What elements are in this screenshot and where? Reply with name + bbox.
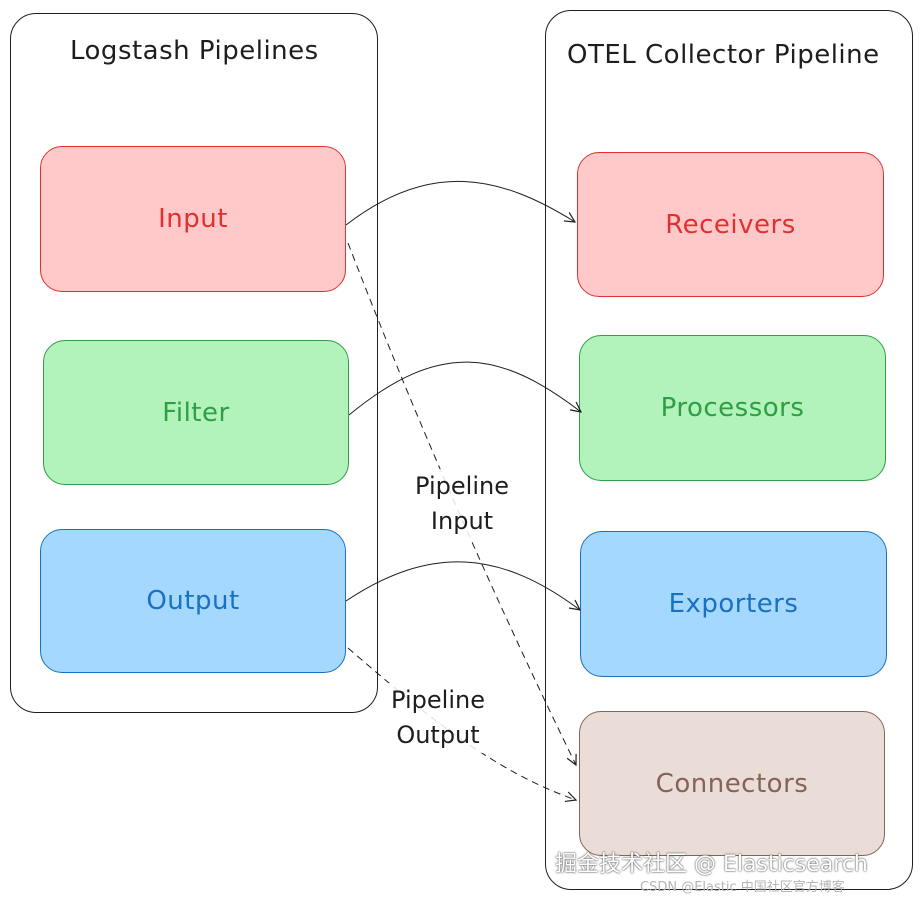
filter-node[interactable]: Filter (43, 340, 349, 485)
pipeline-output-label-line2: Output (396, 721, 480, 749)
watermark-juejin: 掘金技术社区 @ Elasticsearch (555, 852, 868, 877)
pipeline-output-label-line1: Pipeline (391, 686, 485, 714)
processors-node[interactable]: Processors (579, 335, 886, 481)
output-node[interactable]: Output (40, 529, 346, 673)
logstash-panel-title: Logstash Pipelines (70, 36, 319, 66)
pipeline-output-label: Pipeline Output (380, 683, 496, 753)
connectors-node[interactable]: Connectors (579, 711, 885, 856)
receivers-node[interactable]: Receivers (577, 152, 884, 297)
watermark-csdn: CSDN @Elastic 中国社区官方博客 (640, 880, 845, 895)
receivers-node-label: Receivers (665, 209, 796, 240)
connectors-node-label: Connectors (655, 768, 809, 799)
pipeline-input-label-line1: Pipeline (415, 472, 509, 500)
input-node-label: Input (158, 204, 228, 234)
input-node[interactable]: Input (40, 146, 346, 292)
arrow-input-to-receivers (345, 180, 575, 226)
filter-node-label: Filter (162, 397, 230, 428)
processors-node-label: Processors (660, 393, 805, 423)
otel-panel-title: OTEL Collector Pipeline (567, 40, 880, 70)
exporters-node-label: Exporters (668, 589, 799, 619)
pipeline-input-label: Pipeline Input (408, 469, 516, 539)
exporters-node[interactable]: Exporters (580, 531, 887, 677)
output-node-label: Output (146, 586, 240, 616)
pipeline-input-label-line2: Input (430, 507, 494, 535)
